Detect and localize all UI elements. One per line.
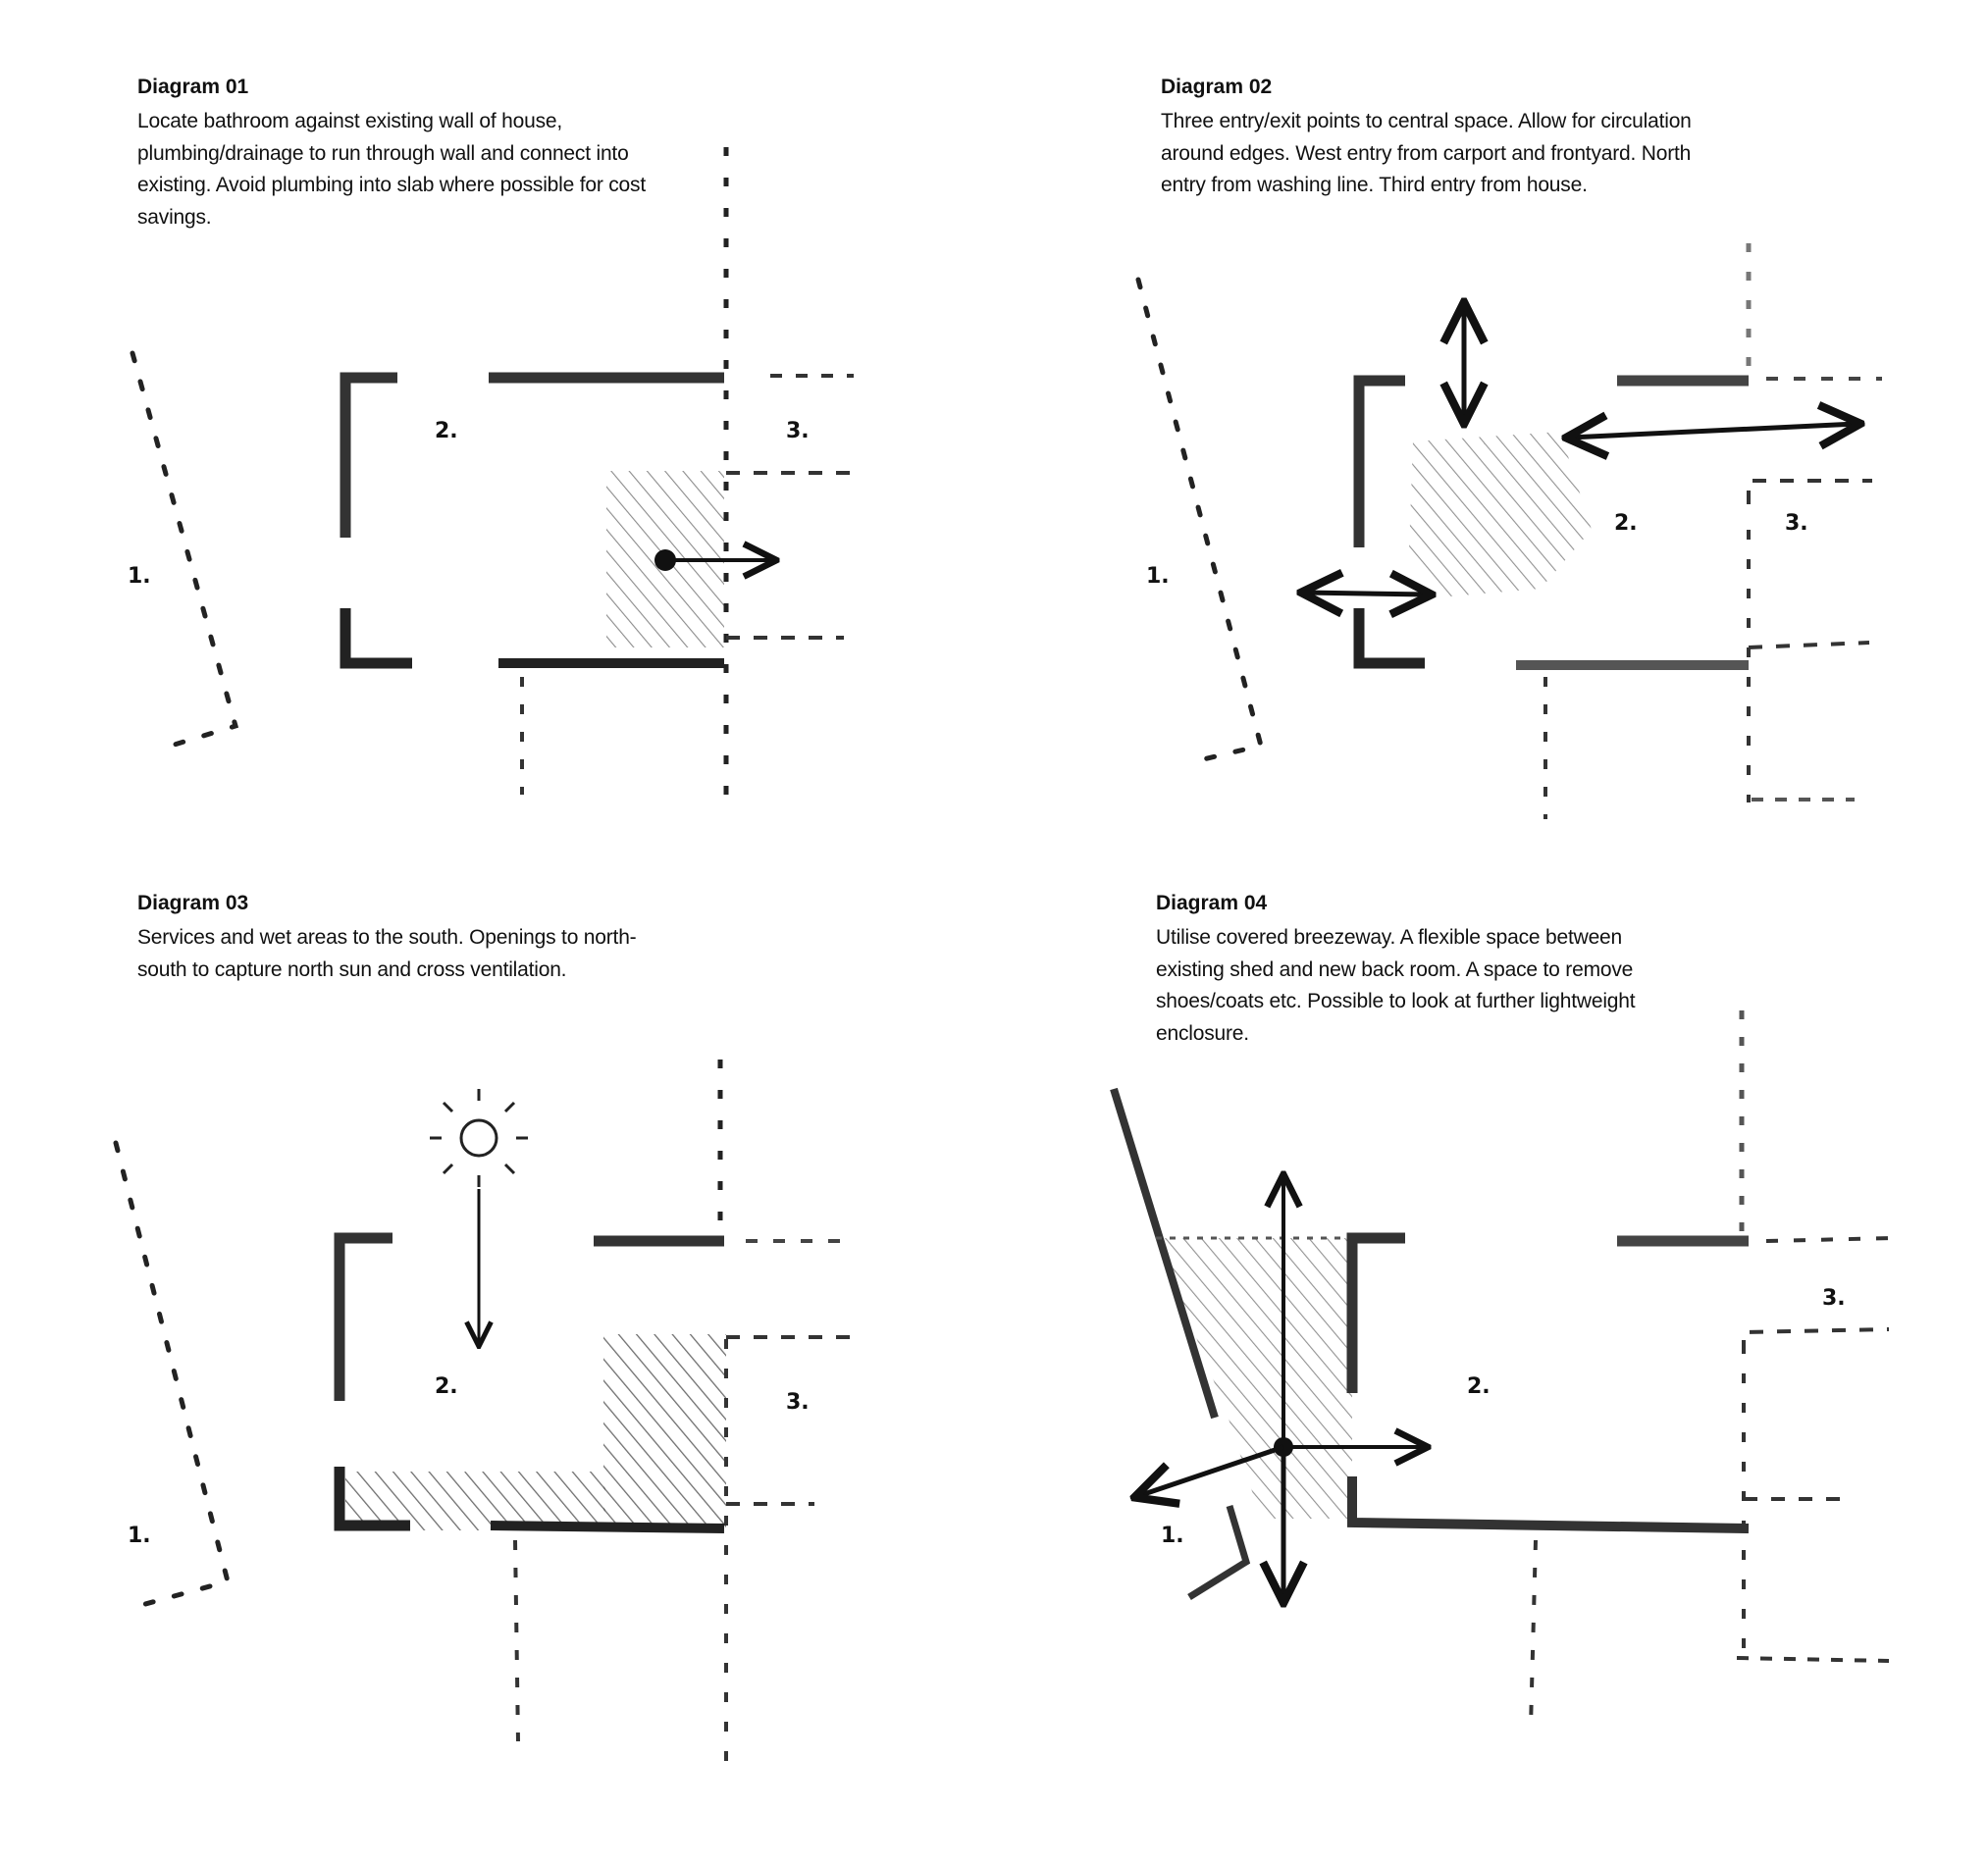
dashed-line <box>1765 1236 1895 1243</box>
diagram-03-label-1: 1. <box>128 1524 151 1548</box>
diagram-04-label-2: 2. <box>1467 1374 1491 1399</box>
boundary-dashed-line <box>1135 277 1265 764</box>
diagram-04-description: Utilise covered breezeway. A flexible sp… <box>1156 926 1636 1045</box>
dashed-line <box>1748 641 1870 649</box>
dashed-line <box>1742 1327 1890 1354</box>
shed-edge-line <box>1110 1087 1219 1420</box>
diagram-03-text: Diagram 03 Services and wet areas to the… <box>137 891 667 986</box>
sun-icon <box>430 1089 528 1187</box>
diagram-02-sketch: 1. 2. 3. <box>1135 243 1882 819</box>
breezeway-hatch-area <box>1156 1238 1352 1519</box>
dashed-line <box>1736 1656 1890 1663</box>
diagram-04-label-1: 1. <box>1161 1524 1184 1548</box>
wall-segment <box>334 1467 410 1531</box>
wall-segment <box>340 608 412 669</box>
house-entry-arrow-icon <box>1570 424 1857 438</box>
boundary-dashed-line <box>113 1140 232 1612</box>
wall-segment <box>1346 1232 1405 1393</box>
wall-segment <box>334 1232 392 1401</box>
diagram-01-label-2: 2. <box>435 419 458 443</box>
west-arrow-icon <box>1138 1444 1284 1496</box>
wet-area-hatch <box>603 1334 726 1530</box>
diagram-01-description: Locate bathroom against existing wall of… <box>137 110 646 229</box>
diagram-01-title: Diagram 01 <box>137 76 249 98</box>
diagram-02-title: Diagram 02 <box>1161 76 1273 98</box>
wall-segment <box>1353 608 1425 669</box>
diagram-02-label-3: 3. <box>1785 511 1808 536</box>
diagram-02-label-2: 2. <box>1614 511 1638 536</box>
dashed-line <box>513 1539 520 1742</box>
wall-segment <box>1353 375 1405 547</box>
boundary-dashed-line <box>130 350 239 750</box>
wall-segment <box>340 372 397 538</box>
diagram-03-sketch: 1. 2. 3. <box>113 1060 862 1766</box>
diagram-01-label-1: 1. <box>128 564 151 589</box>
diagram-04-sketch: 1. 2. 3. <box>1110 1010 1895 1728</box>
diagram-01-text: Diagram 01 Locate bathroom against exist… <box>137 75 687 233</box>
west-entry-arrow-icon <box>1305 593 1428 595</box>
diagram-02-description: Three entry/exit points to central space… <box>1161 110 1692 196</box>
central-space-hatch-area <box>1409 432 1592 596</box>
diagram-02-label-1: 1. <box>1146 564 1170 589</box>
diagram-04-label-3: 3. <box>1822 1286 1846 1311</box>
dashed-line <box>1747 479 1872 504</box>
diagram-03-label-2: 2. <box>435 1374 458 1399</box>
diagram-04-text: Diagram 04 Utilise covered breezeway. A … <box>1156 891 1691 1050</box>
shed-edge-line <box>1187 1504 1251 1600</box>
wall-segment <box>490 1521 725 1533</box>
diagram-02-text: Diagram 02 Three entry/exit points to ce… <box>1161 75 1696 202</box>
diagram-01-label-3: 3. <box>786 419 810 443</box>
dashed-line <box>1529 1539 1538 1728</box>
diagram-03-label-3: 3. <box>786 1390 810 1415</box>
diagram-01-sketch: 1. 2. 3. <box>128 147 856 795</box>
diagram-03-title: Diagram 03 <box>137 892 249 914</box>
wall-segment <box>1347 1476 1750 1533</box>
diagram-03-description: Services and wet areas to the south. Ope… <box>137 926 637 981</box>
diagram-04-title: Diagram 04 <box>1156 892 1268 914</box>
